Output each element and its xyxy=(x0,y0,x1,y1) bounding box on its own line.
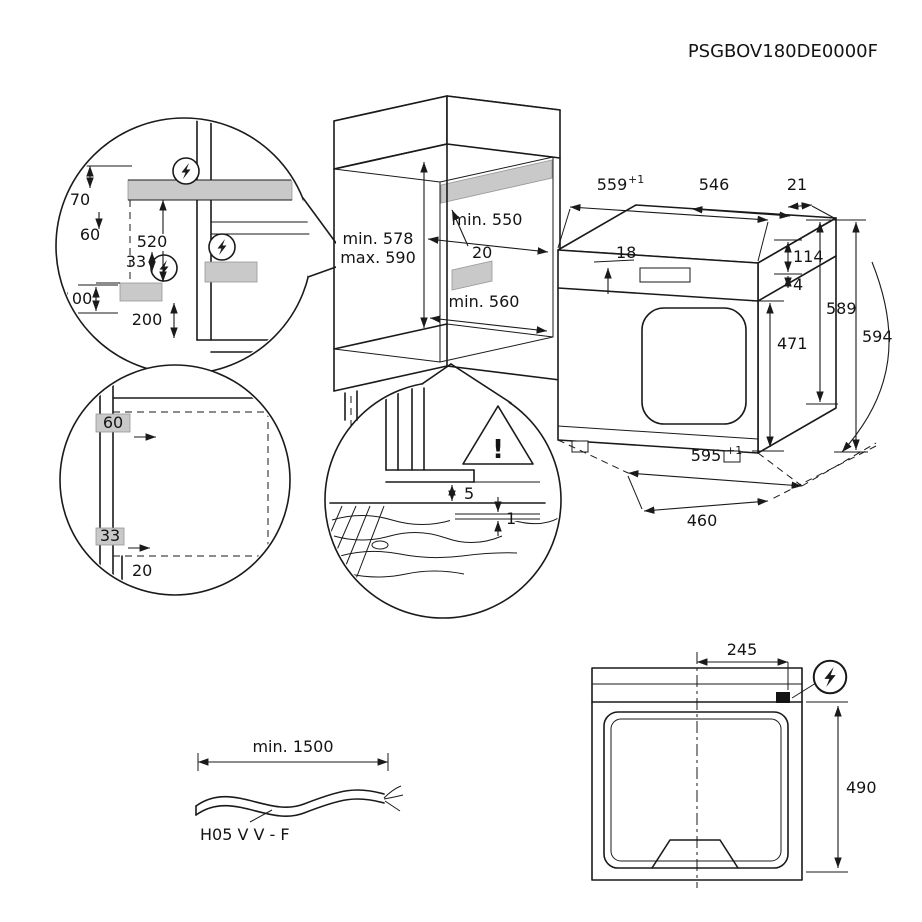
gap-detail-content: 5 1 ! xyxy=(329,387,559,585)
dim-20-back: 20 xyxy=(472,243,492,262)
insert-swing-arrow xyxy=(841,261,890,453)
cable-drawing: min. 1500 H05 V V - F xyxy=(195,737,404,844)
dim-4: 4 xyxy=(793,275,803,294)
dim-20-side: 20 xyxy=(132,561,152,580)
top-view-drawing: 245 490 xyxy=(591,640,877,888)
oven-foot-right xyxy=(723,450,741,463)
oven-door-window xyxy=(641,307,747,425)
power-bolt-icon xyxy=(208,233,236,261)
oven-display xyxy=(639,267,691,283)
dim-200: 200 xyxy=(132,310,163,329)
wall-detail-circle xyxy=(55,117,313,375)
wood-knot xyxy=(371,540,389,550)
dim-1: 1 xyxy=(506,509,516,528)
dim-min550: min. 550 xyxy=(452,210,523,229)
dim-460: 460 xyxy=(687,511,718,530)
side-detail-circle xyxy=(59,364,291,596)
power-zone-side-top xyxy=(95,413,131,433)
dim-546: 546 xyxy=(699,175,730,194)
dim-60: 60 xyxy=(80,225,100,244)
dim-559-tol: +1 xyxy=(628,173,644,186)
dim-471: 471 xyxy=(777,334,808,353)
warning-exclamation: ! xyxy=(492,435,504,465)
dim-595: 595 xyxy=(691,446,722,465)
dim-33-side: 33 xyxy=(100,526,120,545)
dim-33: 33 xyxy=(126,252,146,271)
power-zone-side-low xyxy=(95,527,125,546)
dim-60-side: 60 xyxy=(103,413,123,432)
cable-length-label: min. 1500 xyxy=(252,737,333,756)
dim-min560: min. 560 xyxy=(449,292,520,311)
power-zone-back-mid xyxy=(451,260,493,291)
dim-18: 18 xyxy=(616,243,636,262)
dim-70: 70 xyxy=(70,190,90,209)
junction-box xyxy=(776,692,790,703)
dim-589: 589 xyxy=(826,299,857,318)
power-zone-rail xyxy=(127,179,293,201)
gap-detail-wedge xyxy=(422,364,511,403)
dim-min578: min. 578 xyxy=(343,229,414,248)
dim-21: 21 xyxy=(787,175,807,194)
power-zone-low-mid xyxy=(204,261,258,283)
dim-520: 520 xyxy=(137,232,168,251)
dim-595-tol: +1 xyxy=(726,444,742,457)
gap-detail-circle xyxy=(324,381,562,619)
dim-114: 114 xyxy=(793,247,824,266)
power-bolt-icon xyxy=(150,254,178,282)
side-detail-content: 60 33 20 xyxy=(95,367,285,593)
cabinet-drawing: min. 550 20 min. 578 max. 590 min. 560 xyxy=(333,95,561,428)
warning-triangle-icon xyxy=(462,405,534,465)
dim-5: 5 xyxy=(464,484,474,503)
dim-245: 245 xyxy=(727,640,758,659)
dim-594: 594 xyxy=(862,327,893,346)
dim-490: 490 xyxy=(846,778,877,797)
cable-type-label: H05 V V - F xyxy=(200,825,290,844)
power-bolt-icon xyxy=(172,157,200,185)
dim-559: 559 xyxy=(597,175,628,194)
power-bolt-icon xyxy=(812,659,848,695)
power-zone-low-left xyxy=(119,282,163,302)
power-zone-back-top xyxy=(440,159,553,204)
dim-max590: max. 590 xyxy=(340,248,416,267)
oven-drawing: 559 +1 546 21 18 114 4 471 589 594 xyxy=(557,173,893,530)
product-code: PSGBOV180DE0000F xyxy=(688,41,878,62)
